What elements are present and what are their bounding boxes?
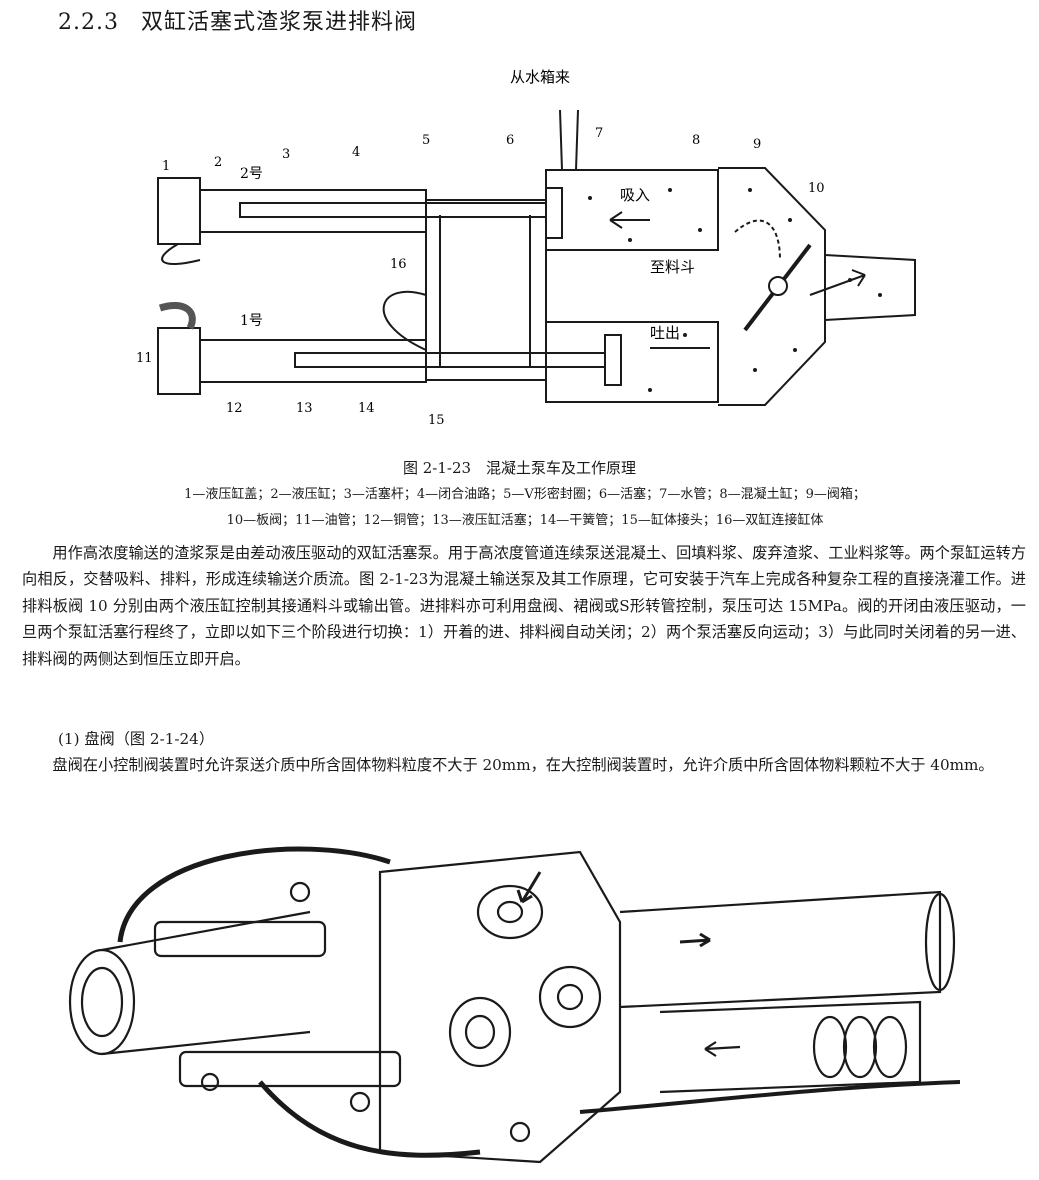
- concrete-cylinder-lower: [545, 321, 719, 403]
- piston-upper: [545, 187, 563, 239]
- callout-7: 7: [595, 126, 603, 141]
- callout-14: 14: [358, 401, 375, 416]
- callout-16: 16: [390, 257, 407, 272]
- callout-5: 5: [422, 133, 430, 148]
- callout-10: 10: [808, 181, 825, 196]
- label-cylinder-2: 2号: [240, 166, 263, 182]
- outlet-pipe: [824, 254, 916, 321]
- valve-box: [718, 167, 826, 406]
- section-number: 2.2.3: [58, 10, 119, 35]
- hydraulic-cylinder-upper: [199, 189, 427, 233]
- label-to-hopper: 至料斗: [650, 258, 695, 276]
- water-pipe: [559, 109, 579, 171]
- callout-13: 13: [296, 401, 313, 416]
- callout-11: 11: [136, 351, 153, 366]
- cylinder-end-cap: [68, 948, 136, 1056]
- hydraulic-cap-upper: [157, 177, 201, 245]
- twin-cylinder-body: [425, 199, 547, 381]
- body-paragraph-1: 用作高浓度输送的渣浆泵是由差动液压驱动的双缸活塞泵。用于高浓度管道连续泵送混凝土…: [22, 544, 1026, 668]
- delivery-pipe: [619, 890, 942, 1009]
- figure1-legend-line2: 10—板阀；11—油管；12—铜管；13—液压缸活塞；14—干簧管；15—缸体接…: [226, 513, 824, 528]
- subheading-disc-valve: (1) 盘阀（图 2-1-24）: [58, 730, 215, 748]
- piston-lower: [604, 334, 622, 386]
- label-discharge: 吐出: [650, 324, 680, 342]
- section-title: 双缸活塞式渣浆泵进排料阀: [140, 10, 417, 35]
- callout-9: 9: [753, 137, 761, 152]
- disc-valve-upper: [476, 884, 544, 940]
- callout-4: 4: [352, 145, 360, 160]
- callout-6: 6: [506, 133, 514, 148]
- hydraulic-hose: [117, 846, 391, 943]
- piston-rod-upper: [239, 202, 551, 218]
- hydraulic-cap-lower: [157, 327, 201, 395]
- disc-valve-lower: [538, 965, 602, 1029]
- oil-pipe-lower: [158, 302, 196, 330]
- callout-8: 8: [692, 133, 700, 148]
- hydraulic-cylinder-lower: [199, 339, 427, 383]
- figure1-caption: 图 2-1-23 混凝土泵车及工作原理: [402, 459, 637, 477]
- piston-rod-lower: [294, 352, 616, 368]
- callout-15: 15: [428, 413, 445, 428]
- body-paragraph-2: 盘阀在小控制阀装置时允许泵送介质中所含固体物料粒度不大于 20mm，在大控制阀装…: [52, 756, 994, 774]
- callout-3: 3: [282, 147, 290, 162]
- oil-pipe-upper: [161, 243, 201, 265]
- disc-valve-middle: [448, 996, 512, 1068]
- source-label: 从水箱来: [510, 68, 570, 86]
- disc-valve-illustration: [68, 846, 961, 1164]
- label-cylinder-1: 1号: [240, 313, 263, 329]
- figure1-legend-line1: 1—液压缸盖；2—液压缸；3—活塞杆；4—闭合油路；5—V形密封圈；6—活塞；7…: [184, 487, 866, 502]
- section-heading: 2.2.3 双缸活塞式渣浆泵进排料阀: [58, 4, 417, 36]
- pump-schematic-figure: 从水箱来 吸入 至料斗 吐出 2号 1号 1 2 3 4 5 6 7 8 9 1…: [136, 68, 916, 428]
- callout-12: 12: [226, 401, 243, 416]
- concrete-cylinder-upper: [545, 169, 719, 251]
- callout-2: 2: [214, 155, 222, 170]
- callout-1: 1: [162, 159, 170, 174]
- label-suction: 吸入: [620, 186, 650, 204]
